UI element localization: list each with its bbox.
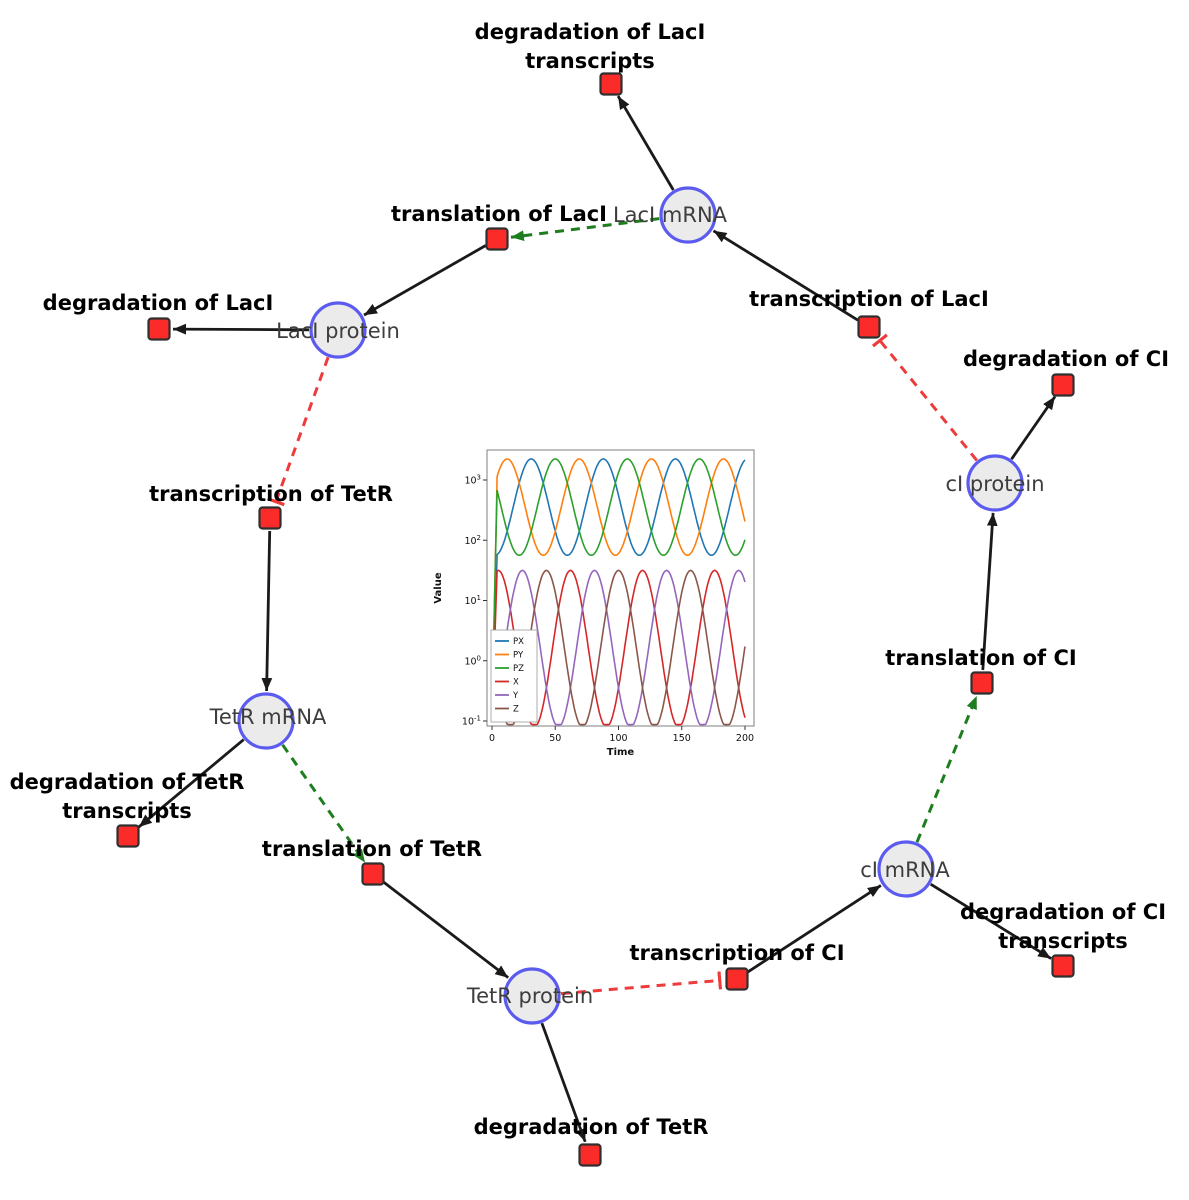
y-tick-label: 100 bbox=[464, 654, 481, 667]
reaction-label-deg_tetr_tx-line1: transcripts bbox=[62, 799, 192, 823]
legend-label-PY: PY bbox=[513, 651, 524, 661]
reaction-label-deg_tetr_tx-line0: degradation of TetR bbox=[10, 770, 245, 794]
edge-consumption-ci_mrna-deg_ci_tx bbox=[929, 883, 1052, 960]
legend-label-Y: Y bbox=[512, 691, 519, 701]
series-Z bbox=[491, 569, 746, 726]
y-tick-label: 103 bbox=[464, 474, 481, 487]
edge-production-translation_ci-ci_protein bbox=[981, 512, 998, 671]
reaction-label-transcription_laci-line0: transcription of LacI bbox=[749, 287, 989, 311]
reaction-label-translation_laci-line0: translation of LacI bbox=[391, 202, 607, 226]
edge-inhibition-ci_protein-transcription_laci bbox=[871, 333, 978, 462]
legend-label-PZ: PZ bbox=[513, 664, 524, 674]
reaction-node-translation_ci[interactable] bbox=[970, 671, 994, 695]
species-label-ci_protein: cI protein bbox=[945, 472, 1044, 496]
x-axis-label: Time bbox=[607, 747, 635, 758]
edge-consumption-laci_protein-deg_laci bbox=[172, 323, 310, 335]
reaction-node-deg_tetr_tx[interactable] bbox=[116, 824, 140, 848]
reaction-node-deg_tetr[interactable] bbox=[578, 1143, 602, 1167]
species-label-ci_mrna: cI mRNA bbox=[860, 858, 950, 882]
edge-inhibition-tetr_protein-transcription_ci bbox=[560, 971, 723, 996]
reaction-node-deg_ci[interactable] bbox=[1051, 373, 1075, 397]
reaction-node-deg_laci_tx[interactable] bbox=[599, 72, 623, 96]
edge-production-translation_laci-laci_protein bbox=[363, 244, 487, 317]
reaction-label-translation_ci-line0: translation of CI bbox=[885, 646, 1076, 670]
x-tick-label: 200 bbox=[736, 733, 754, 744]
reaction-node-translation_laci[interactable] bbox=[485, 227, 509, 251]
reaction-label-deg_ci_tx-line1: transcripts bbox=[998, 929, 1128, 953]
y-tick-label: 102 bbox=[464, 534, 481, 547]
series-PZ bbox=[491, 458, 746, 722]
edge-production-transcription_ci-ci_mrna bbox=[747, 884, 882, 974]
x-tick-label: 50 bbox=[549, 733, 561, 744]
legend-box bbox=[490, 629, 538, 723]
species-node-laci_mrna[interactable] bbox=[659, 186, 717, 244]
reaction-node-transcription_tetr[interactable] bbox=[258, 506, 282, 530]
legend-label-Z: Z bbox=[513, 705, 519, 715]
edge-modifier-tetr_mrna-translation_tetr bbox=[281, 743, 367, 864]
species-node-laci_protein[interactable] bbox=[309, 301, 367, 359]
reaction-label-deg_tetr-line0: degradation of TetR bbox=[474, 1115, 709, 1139]
species-node-tetr_mrna[interactable] bbox=[237, 692, 295, 750]
reaction-label-deg_laci-line0: degradation of LacI bbox=[43, 291, 274, 315]
series-PY bbox=[491, 458, 746, 722]
edge-consumption-ci_protein-deg_ci bbox=[1010, 395, 1057, 460]
legend-label-PX: PX bbox=[513, 637, 524, 647]
reaction-node-translation_tetr[interactable] bbox=[361, 862, 385, 886]
y-axis-label: Value bbox=[433, 572, 444, 603]
x-tick-label: 100 bbox=[609, 733, 627, 744]
edge-production-transcription_laci-laci_mrna bbox=[712, 229, 859, 322]
reaction-label-deg_ci_tx-line0: degradation of CI bbox=[960, 900, 1166, 924]
series-PX bbox=[491, 458, 746, 722]
species-node-ci_protein[interactable] bbox=[966, 454, 1024, 512]
reaction-node-deg_ci_tx[interactable] bbox=[1051, 954, 1075, 978]
legend-label-X: X bbox=[513, 678, 519, 688]
reaction-label-deg_ci-line0: degradation of CI bbox=[963, 347, 1169, 371]
edge-consumption-tetr_protein-deg_tetr bbox=[540, 1022, 587, 1143]
reaction-nodes-layer: degradation of LacI transcripts translatio… bbox=[10, 20, 1169, 1167]
edge-production-translation_tetr-tetr_protein bbox=[382, 880, 510, 979]
reaction-label-translation_tetr-line0: translation of TetR bbox=[262, 837, 482, 861]
edges-layer bbox=[137, 95, 1057, 1143]
reaction-node-deg_laci[interactable] bbox=[147, 317, 171, 341]
y-tick-label: 10-1 bbox=[462, 715, 481, 728]
reaction-label-deg_laci_tx-line0: degradation of LacI bbox=[475, 20, 706, 44]
x-tick-label: 150 bbox=[673, 733, 691, 744]
y-tick-label: 101 bbox=[464, 594, 481, 607]
edge-production-transcription_tetr-tetr_mrna bbox=[261, 530, 273, 692]
reaction-label-deg_laci_tx-line1: transcripts bbox=[525, 49, 655, 73]
reaction-label-transcription_tetr-line0: transcription of TetR bbox=[149, 482, 393, 506]
species-label-tetr_protein: TetR protein bbox=[466, 984, 593, 1008]
edge-modifier-laci_mrna-translation_laci bbox=[510, 217, 660, 242]
species-node-ci_mrna[interactable] bbox=[877, 840, 935, 898]
x-tick-label: 0 bbox=[489, 733, 495, 744]
reaction-node-transcription_ci[interactable] bbox=[725, 967, 749, 991]
species-node-tetr_protein[interactable] bbox=[503, 967, 561, 1025]
reaction-label-transcription_ci-line0: transcription of CI bbox=[629, 941, 844, 965]
edge-modifier-ci_mrna-translation_ci bbox=[915, 695, 979, 843]
species-label-laci_protein: LacI protein bbox=[276, 319, 400, 343]
species-label-tetr_mrna: TetR mRNA bbox=[209, 705, 327, 729]
edge-inhibition-laci_protein-transcription_tetr bbox=[266, 356, 330, 507]
species-label-laci_mrna: LacI mRNA bbox=[613, 203, 728, 227]
edge-consumption-tetr_mrna-deg_tetr_tx bbox=[137, 738, 245, 829]
edge-consumption-laci_mrna-deg_laci_tx bbox=[616, 95, 675, 191]
reaction-node-transcription_laci[interactable] bbox=[857, 315, 881, 339]
